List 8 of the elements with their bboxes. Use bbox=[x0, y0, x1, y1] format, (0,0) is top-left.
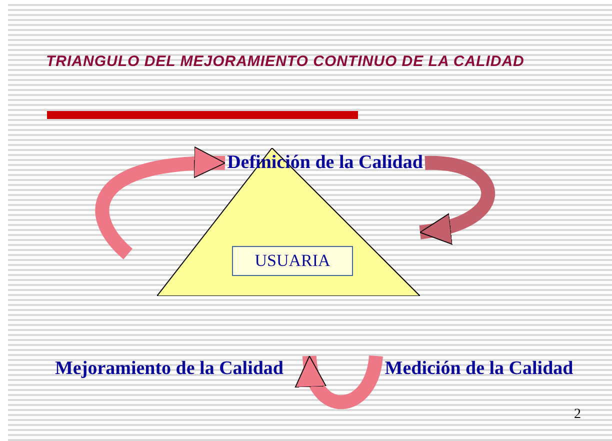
center-box-label: USUARIA bbox=[232, 246, 353, 276]
stage-label: Mejoramiento de la Calidad bbox=[55, 356, 284, 381]
curved-arrow bbox=[297, 354, 383, 410]
curved-arrow bbox=[418, 156, 495, 243]
page-number: 2 bbox=[574, 406, 581, 424]
curved-arrow bbox=[95, 148, 226, 260]
slide-title: TRIANGULO DEL MEJORAMIENTO CONTINUO DE LA CALIDAD bbox=[46, 52, 526, 71]
stage-label: Medición de la Calidad bbox=[384, 356, 574, 381]
